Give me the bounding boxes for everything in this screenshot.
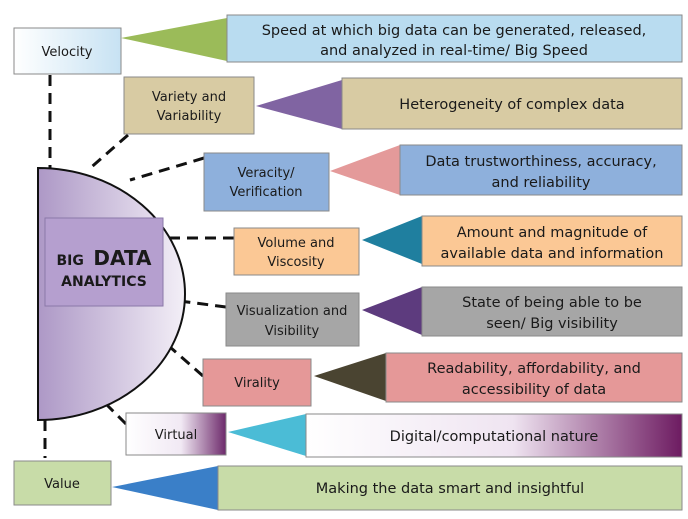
hub-title-small: BIG xyxy=(56,253,83,269)
wedge-virtual xyxy=(228,414,306,456)
desc-value-line-1: Making the data smart and insightful xyxy=(316,481,584,497)
term-visualization-line-2: Visibility xyxy=(265,324,320,339)
term-box-virality xyxy=(202,358,312,407)
desc-veracity-line-2: and reliability xyxy=(492,175,591,191)
hub-label-box xyxy=(44,217,164,307)
term-volume-line-1: Volume and xyxy=(258,236,335,251)
connector-veracity xyxy=(129,156,205,182)
term-velocity-line-1: Velocity xyxy=(42,45,93,60)
term-veracity-line-1: Veracity/ xyxy=(237,166,295,181)
desc-velocity-line-1: Speed at which big data can be generated… xyxy=(262,23,647,39)
desc-box-value xyxy=(217,465,683,511)
term-box-volume xyxy=(233,227,360,276)
desc-visualization-line-1: State of being able to be xyxy=(462,295,642,311)
desc-veracity-line-1: Data trustworthiness, accuracy, xyxy=(425,154,656,170)
desc-box-visualization xyxy=(421,286,683,337)
desc-box-velocity xyxy=(226,14,683,63)
desc-box-virality xyxy=(385,352,683,403)
term-visualization-line-1: Visualization and xyxy=(237,304,348,319)
wedge-velocity xyxy=(121,18,227,61)
row-visualization: Visualization and Visibility State of be… xyxy=(225,286,683,347)
term-box-variety xyxy=(123,76,255,135)
row-variety: Variety and Variability Heterogeneity of… xyxy=(123,76,683,135)
desc-volume-line-2: available data and information xyxy=(441,246,664,262)
row-virality: Virality Readability, affordability, and… xyxy=(202,352,683,407)
term-box-virtual xyxy=(125,412,227,456)
row-virtual: Virtual Digital/computational nature xyxy=(125,412,683,458)
row-value: Value Making the data smart and insightf… xyxy=(13,460,683,511)
hub-title-big: DATA xyxy=(93,246,152,270)
desc-box-virtual xyxy=(305,413,683,458)
desc-volume-line-1: Amount and magnitude of xyxy=(457,225,648,241)
desc-visualization-line-2: seen/ Big visibility xyxy=(486,316,618,332)
svg-text:BIG DATA: BIG DATA xyxy=(56,246,152,270)
term-virality-line-1: Virality xyxy=(234,376,280,391)
row-volume: Volume and Viscosity Amount and magnitud… xyxy=(233,215,683,276)
wedge-value xyxy=(112,466,218,510)
desc-box-veracity xyxy=(399,144,683,196)
wedge-variety xyxy=(256,80,342,129)
term-value-line-1: Value xyxy=(44,477,80,492)
wedge-visualization xyxy=(362,287,422,335)
term-box-value xyxy=(13,460,112,506)
wedge-virality xyxy=(314,353,386,401)
term-variety-line-1: Variety and xyxy=(152,90,226,105)
desc-virality-line-1: Readability, affordability, and xyxy=(427,361,641,377)
term-box-visualization xyxy=(225,292,360,347)
desc-virtual-line-1: Digital/computational nature xyxy=(390,429,599,445)
row-velocity: Velocity Speed at which big data can be … xyxy=(13,14,683,75)
connector-virtual xyxy=(104,402,128,426)
hub-title-analytics: ANALYTICS xyxy=(61,274,147,290)
wedge-volume xyxy=(362,216,422,264)
term-box-veracity xyxy=(203,152,330,212)
term-variety-line-2: Variability xyxy=(157,109,222,124)
term-virtual-line-1: Virtual xyxy=(155,428,197,443)
hub: BIG DATA ANALYTICS xyxy=(37,166,186,422)
term-volume-line-2: Viscosity xyxy=(267,255,325,270)
row-veracity: Veracity/ Verification Data trustworthin… xyxy=(203,144,683,212)
desc-box-volume xyxy=(421,215,683,267)
desc-virality-line-2: accessibility of data xyxy=(462,382,606,398)
term-box-velocity xyxy=(13,27,122,75)
term-veracity-line-2: Verification xyxy=(229,185,302,200)
desc-velocity-line-2: and analyzed in real-time/ Big Speed xyxy=(320,43,588,59)
wedge-veracity xyxy=(330,145,400,195)
desc-variety-line-1: Heterogeneity of complex data xyxy=(399,97,624,113)
desc-box-variety xyxy=(341,77,683,130)
connector-variety xyxy=(87,133,129,172)
